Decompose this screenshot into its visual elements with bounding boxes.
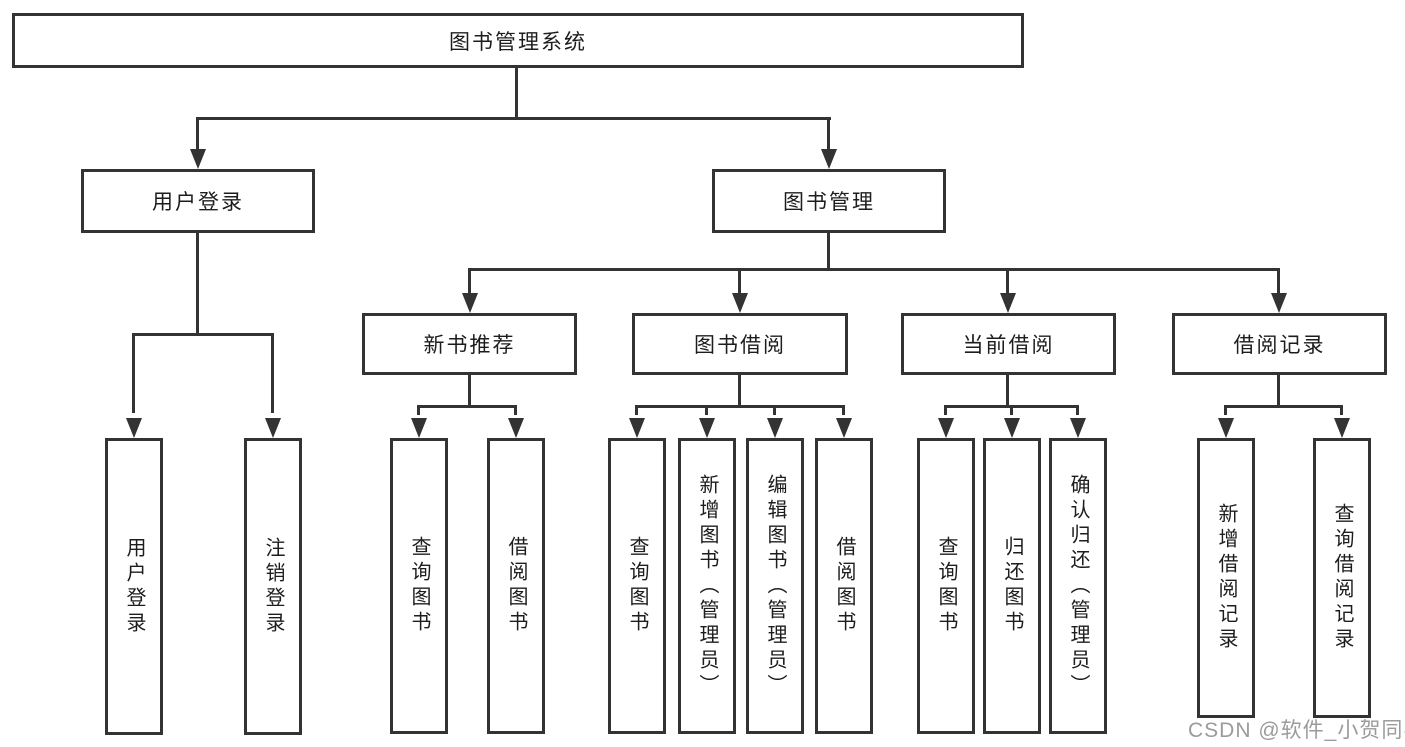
arrowhead-down-icon — [836, 418, 852, 438]
connector-line — [1277, 375, 1280, 407]
arrowhead-down-icon — [190, 149, 206, 169]
leaf-edit-book-admin: 编辑图书（管理员） — [746, 438, 804, 734]
arrowhead-down-icon — [821, 149, 837, 169]
arrowhead-down-icon — [1004, 418, 1020, 438]
connector-line — [132, 333, 135, 413]
leaf-confirm-return-admin-label: 确认归还（管理员） — [1067, 473, 1089, 699]
node-root-label: 图书管理系统 — [449, 30, 587, 54]
connector-line — [417, 405, 420, 415]
leaf-query-borrow-record: 查询借阅记录 — [1313, 438, 1371, 718]
connector-line — [196, 233, 199, 335]
leaf-query-books-recommend: 查询图书 — [390, 438, 448, 734]
connector-line — [1224, 405, 1343, 408]
node-user-login: 用户登录 — [81, 169, 315, 233]
connector-line — [468, 268, 471, 298]
leaf-add-borrow-record-label: 新增借阅记录 — [1215, 503, 1237, 653]
connector-line — [635, 405, 638, 415]
arrowhead-down-icon — [767, 418, 783, 438]
arrowhead-down-icon — [1271, 293, 1287, 313]
arrowhead-down-icon — [938, 418, 954, 438]
arrowhead-down-icon — [1218, 418, 1234, 438]
node-current-borrowing: 当前借阅 — [901, 313, 1116, 375]
leaf-add-book-admin: 新增图书（管理员） — [678, 438, 736, 734]
csdn-watermark: CSDN @软件_小贺同学 — [1188, 719, 1405, 742]
leaf-borrow-books-borrow-label: 借阅图书 — [833, 536, 855, 636]
arrowhead-down-icon — [1070, 418, 1086, 438]
arrowhead-down-icon — [732, 293, 748, 313]
leaf-query-books-borrow: 查询图书 — [608, 438, 666, 734]
leaf-user-login: 用户登录 — [105, 438, 163, 735]
connector-line — [1076, 405, 1079, 415]
node-book-management: 图书管理 — [712, 169, 946, 233]
leaf-logout-label: 注销登录 — [262, 536, 284, 637]
node-user-login-label: 用户登录 — [152, 191, 244, 214]
leaf-return-book-label: 归还图书 — [1001, 536, 1023, 636]
node-new-book-recommendation: 新书推荐 — [362, 313, 577, 375]
arrowhead-down-icon — [411, 418, 427, 438]
connector-line — [1006, 268, 1009, 298]
arrowhead-down-icon — [699, 418, 715, 438]
leaf-borrow-books-recommend-label: 借阅图书 — [505, 536, 527, 636]
connector-line — [1010, 405, 1013, 415]
leaf-borrow-books-borrow: 借阅图书 — [815, 438, 873, 734]
connector-line — [1006, 375, 1009, 407]
connector-line — [514, 405, 517, 415]
connector-line — [738, 268, 741, 298]
leaf-add-borrow-record: 新增借阅记录 — [1197, 438, 1255, 718]
connector-line — [944, 405, 947, 415]
connector-line — [827, 117, 830, 151]
connector-line — [842, 405, 845, 415]
connector-line — [1277, 268, 1280, 298]
arrowhead-down-icon — [1000, 293, 1016, 313]
node-book-borrowing-label: 图书借阅 — [694, 334, 786, 357]
leaf-query-books-recommend-label: 查询图书 — [408, 536, 430, 636]
node-borrowing-records-label: 借阅记录 — [1233, 334, 1326, 357]
leaf-logout: 注销登录 — [244, 438, 302, 735]
leaf-return-book: 归还图书 — [983, 438, 1041, 734]
node-borrowing-records: 借阅记录 — [1172, 313, 1387, 375]
arrowhead-down-icon — [508, 418, 524, 438]
arrowhead-down-icon — [265, 418, 281, 438]
connector-line — [417, 405, 517, 408]
leaf-add-book-admin-label: 新增图书（管理员） — [696, 473, 718, 699]
leaf-query-books-current-label: 查询图书 — [935, 536, 957, 636]
arrowhead-down-icon — [1334, 418, 1350, 438]
connector-line — [132, 333, 274, 336]
connector-line — [271, 333, 274, 413]
connector-line — [773, 405, 776, 415]
leaf-edit-book-admin-label: 编辑图书（管理员） — [764, 473, 786, 699]
node-current-borrowing-label: 当前借阅 — [962, 334, 1055, 357]
node-new-book-recommendation-label: 新书推荐 — [423, 334, 516, 357]
node-root-library-management-system: 图书管理系统 — [12, 13, 1024, 68]
arrowhead-down-icon — [629, 418, 645, 438]
connector-line — [197, 117, 831, 120]
node-book-management-label: 图书管理 — [783, 191, 875, 214]
connector-line — [705, 405, 708, 415]
connector-line — [738, 375, 741, 407]
arrowhead-down-icon — [462, 293, 478, 313]
node-book-borrowing: 图书借阅 — [632, 313, 848, 375]
connector-line — [635, 405, 845, 408]
connector-line — [1340, 405, 1343, 415]
leaf-query-borrow-record-label: 查询借阅记录 — [1331, 503, 1353, 653]
arrowhead-down-icon — [126, 418, 142, 438]
leaf-query-books-current: 查询图书 — [917, 438, 975, 734]
connector-line — [827, 233, 830, 270]
leaf-confirm-return-admin: 确认归还（管理员） — [1049, 438, 1107, 734]
connector-line — [1224, 405, 1227, 415]
leaf-query-books-borrow-label: 查询图书 — [626, 536, 648, 636]
connector-line — [468, 375, 471, 407]
connector-line — [196, 117, 199, 151]
leaf-borrow-books-recommend: 借阅图书 — [487, 438, 545, 734]
leaf-user-login-label: 用户登录 — [123, 536, 145, 637]
connector-line — [515, 68, 518, 120]
connector-line — [468, 268, 1280, 271]
